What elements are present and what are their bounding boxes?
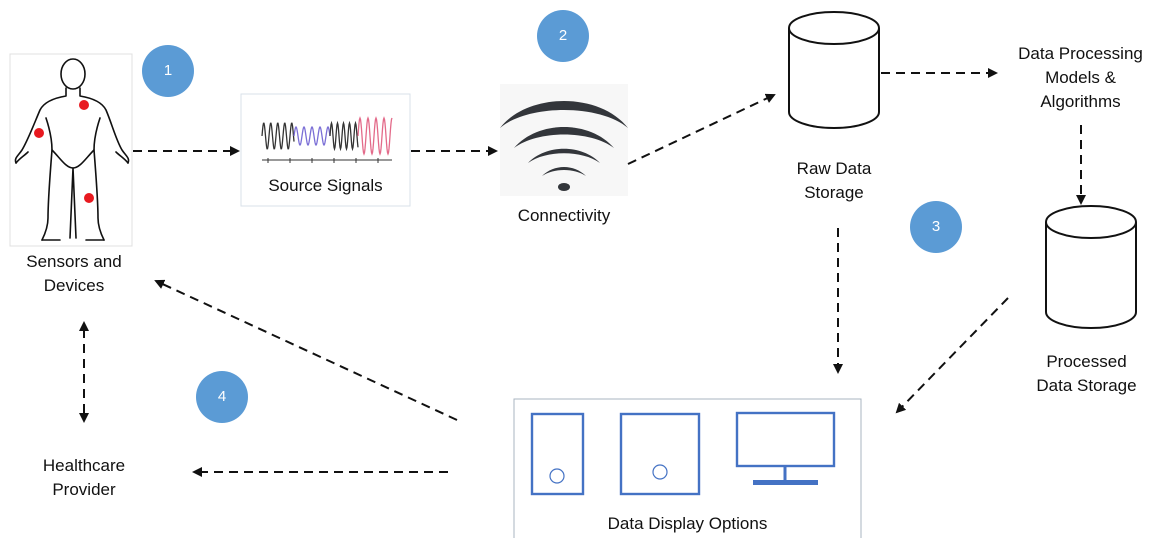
sensor-dots bbox=[34, 100, 94, 203]
tablet-icon bbox=[619, 412, 701, 496]
connectivity-label: Connectivity bbox=[517, 206, 611, 225]
arrow-connectivity-to-storage bbox=[627, 93, 776, 165]
waveform-icon bbox=[261, 116, 393, 163]
step-badge-2: 2 bbox=[537, 10, 589, 62]
database-cylinder-icon bbox=[788, 11, 880, 129]
sensor-dot-chest bbox=[79, 100, 89, 110]
flow-arrows bbox=[79, 68, 1086, 477]
phone-icon bbox=[530, 412, 585, 496]
step-badge-3: 3 bbox=[910, 201, 962, 253]
source-signals-panel bbox=[240, 93, 411, 207]
display-options-label: Data Display Options bbox=[607, 514, 768, 533]
database-cylinder-icon bbox=[1045, 205, 1137, 329]
arrow-processed-to-display bbox=[895, 297, 1009, 414]
step-badge-1: 1 bbox=[142, 45, 194, 97]
wifi-icon bbox=[500, 101, 628, 191]
sensor-panel bbox=[9, 53, 133, 247]
step-badge-4: 4 bbox=[196, 371, 248, 423]
monitor-icon bbox=[735, 411, 836, 485]
human-body-icon bbox=[14, 58, 130, 241]
sensor-dot-wrist bbox=[34, 128, 44, 138]
display-options-panel bbox=[513, 398, 862, 538]
arrow-display-to-sensors bbox=[154, 279, 458, 421]
sensor-dot-knee bbox=[84, 193, 94, 203]
source-signals-label: Source Signals bbox=[268, 176, 383, 195]
connectivity-panel bbox=[500, 84, 628, 196]
